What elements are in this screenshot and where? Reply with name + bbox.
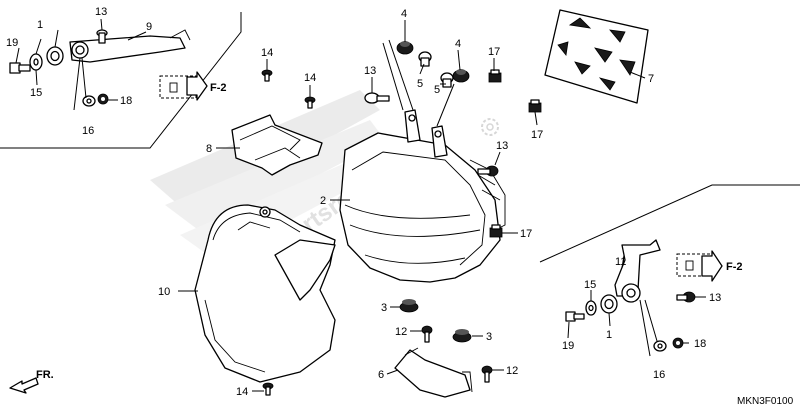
callout-19-lower: 19: [562, 340, 574, 352]
callout-5-b: 5: [434, 84, 440, 96]
part-18-nut: [97, 93, 109, 105]
part-2-headlight: [339, 109, 506, 283]
callout-11: 11: [615, 256, 626, 268]
callout-9: 9: [146, 21, 152, 33]
callout-15-lower: 15: [584, 279, 596, 291]
callout-3-a: 3: [381, 302, 387, 314]
callout-5-a: 5: [417, 78, 423, 90]
part-15-washer-lower: [585, 300, 597, 316]
callout-3-b: 3: [486, 331, 492, 343]
leader-4a2: [382, 42, 404, 111]
callout-14-a: 14: [261, 47, 273, 59]
part-13-bolt-lower-right: [676, 291, 696, 303]
leader-4b: [436, 83, 455, 127]
callout-10: 10: [158, 286, 170, 298]
part-5-collar-b: [440, 72, 454, 88]
leader-4a: [388, 39, 414, 111]
fr-direction-arrow-icon: [9, 377, 39, 394]
callout-2: 2: [320, 195, 326, 207]
callout-15: 15: [30, 87, 42, 99]
part-1-collar: [46, 46, 64, 66]
callout-19: 19: [6, 37, 18, 49]
part-10-case: [194, 204, 336, 383]
callout-8: 8: [206, 143, 212, 155]
leader-16-lower-b: [644, 299, 658, 342]
part-17-clip-b: [528, 99, 542, 113]
part-12-bolt-a: [421, 325, 433, 343]
part-16-collar-lower: [653, 340, 667, 352]
leader-16b: [81, 57, 87, 99]
part-17-clip-c: [489, 224, 503, 238]
callout-14-b: 14: [304, 72, 316, 84]
callout-1: 1: [37, 19, 43, 31]
part-14-screw-c: [262, 382, 274, 396]
callout-13-top-center: 13: [364, 65, 376, 77]
part-13-bolt-top-center: [364, 92, 390, 104]
figure-ref-upper-left: [159, 71, 208, 101]
callout-17-b: 17: [531, 129, 543, 141]
part-13-bolt-upper-left: [96, 29, 108, 44]
callout-12-a: 12: [395, 326, 407, 338]
part-11-stay: [614, 239, 661, 303]
diagram-code: MKN3F0100: [737, 396, 794, 407]
figure-ref-upper-left-label: F-2: [210, 82, 227, 94]
part-19-bolt-lower: [565, 311, 585, 322]
callout-7: 7: [648, 73, 654, 85]
callout-4-b: 4: [455, 38, 461, 50]
callout-13-lower-right: 13: [709, 292, 721, 304]
part-4-grommet-a: [396, 41, 414, 55]
part-9-stay: [69, 29, 191, 63]
callout-14-c: 14: [236, 386, 248, 398]
callout-16: 16: [82, 125, 94, 137]
callout-16-lower: 16: [653, 369, 665, 381]
callout-13-right-center: 13: [496, 140, 508, 152]
callout-6: 6: [378, 369, 384, 381]
group-frame-lower-right: [539, 184, 800, 263]
part-12-bolt-b: [481, 365, 493, 383]
part-16-collar: [82, 95, 96, 107]
figure-ref-lower-right-label: F-2: [726, 261, 743, 273]
part-6-bracket: [394, 347, 473, 398]
group-frame-upper-left: [0, 12, 242, 149]
part-8-mount: [231, 114, 323, 176]
part-14-screw-a: [261, 69, 273, 82]
direction-label: FR.: [36, 369, 54, 381]
callout-18: 18: [120, 95, 132, 107]
part-3-grommet-a: [399, 299, 419, 313]
callout-17-a: 17: [488, 46, 500, 58]
callout-18-lower: 18: [694, 338, 706, 350]
part-15-washer: [29, 53, 43, 71]
part-18-nut-lower: [672, 337, 684, 349]
callout-12-b: 12: [506, 365, 518, 377]
watermark-gear-icon: [481, 118, 499, 136]
leader-lines: [15, 18, 706, 392]
part-5-collar-a: [418, 51, 432, 67]
callout-1-lower: 1: [606, 329, 612, 341]
part-13-bolt-right-center: [477, 165, 499, 177]
figure-ref-lower-right: [676, 250, 723, 282]
leader-16-lower: [639, 299, 651, 357]
callout-4-a: 4: [401, 8, 407, 20]
callout-13-upper-left: 13: [95, 6, 107, 18]
part-3-grommet-b: [452, 329, 472, 343]
leader-16: [73, 57, 81, 111]
part-4-grommet-b: [452, 69, 470, 83]
callout-17-c: 17: [520, 228, 532, 240]
part-17-clip-a: [488, 69, 502, 83]
part-7-plate: [544, 9, 649, 104]
part-19-bolt: [9, 62, 31, 74]
part-14-screw-b: [304, 96, 316, 109]
part-1-collar-lower: [600, 294, 618, 314]
